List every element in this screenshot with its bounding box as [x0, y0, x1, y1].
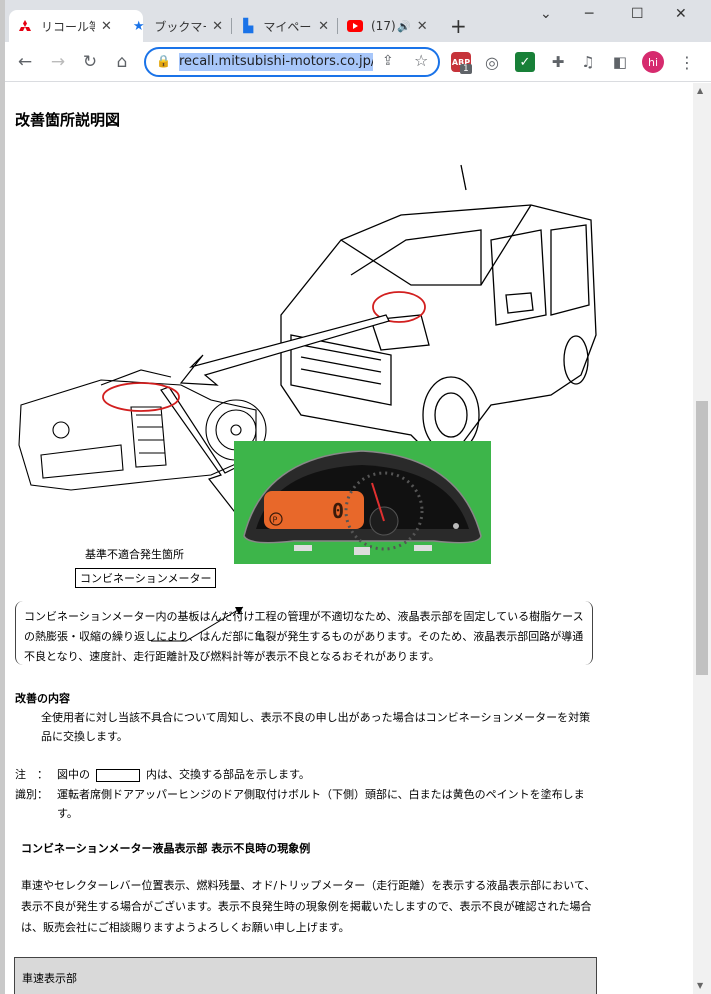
defect-location-caption: 基準不適合発生箇所 [85, 548, 184, 561]
tab-separator [231, 18, 232, 34]
page-title: 改善箇所説明図 [15, 111, 121, 129]
note-row: 注 ： 図中の 内は、交換する部品を示します。 [15, 765, 597, 784]
meter-digit: 0 [332, 499, 344, 523]
close-icon[interactable]: ✕ [212, 18, 223, 34]
minimize-icon[interactable]: ─ [585, 6, 594, 22]
reload-icon[interactable]: ↻ [82, 52, 98, 72]
symptom-text: 車速やセレクターレバー位置表示、燃料残量、オド/トリップメーター（走行距離）を表… [21, 879, 596, 934]
note-text-before: 図中の [57, 768, 90, 781]
tab-search-icon[interactable]: ⌄ [540, 6, 552, 22]
tab-recall[interactable]: リコール等 ✕ [9, 10, 143, 42]
tab-youtube[interactable]: (17) 🔊 ✕ [339, 10, 439, 42]
identification-row: 識別： 運転者席側ドアアッパーヒンジのドア側取付けボルト（下側）頭部に、白または… [15, 785, 597, 823]
youtube-icon [347, 18, 363, 34]
adblock-badge: 1 [460, 64, 472, 74]
table-header-label: 車速表示部 [22, 972, 77, 985]
puzzle-icon[interactable]: ✚ [551, 53, 565, 71]
replacement-part-box [96, 768, 140, 782]
tab-label: リコール等 [41, 19, 95, 34]
highlight-ring-car [372, 291, 426, 323]
checkmark-extension-icon[interactable]: ✓ [515, 52, 535, 72]
page-icon: ▙ [243, 18, 254, 34]
improvement-diagram [18, 164, 597, 642]
new-tab-button[interactable]: + [450, 14, 467, 38]
address-bar[interactable]: 🔒 recall.mitsubishi-motors.co.jp/R ⇪ ☆ [144, 47, 440, 77]
back-icon[interactable]: ← [17, 52, 33, 72]
home-icon[interactable]: ⌂ [116, 52, 128, 72]
url-text[interactable]: recall.mitsubishi-motors.co.jp/R [179, 53, 373, 71]
tab-bookmarks[interactable]: ★ ブックマーク ✕ [123, 10, 231, 42]
scrollbar-thumb[interactable] [696, 401, 708, 675]
extension-circle-icon[interactable]: ◎ [485, 52, 499, 72]
highlight-ring-dashboard [102, 382, 180, 412]
close-window-icon[interactable]: ✕ [675, 6, 687, 22]
scroll-up-icon[interactable]: ▲ [697, 86, 704, 95]
bookmark-star-icon[interactable]: ☆ [414, 51, 429, 70]
identification-label: 識別： [15, 788, 48, 801]
symptom-heading: コンビネーションメーター液晶表示部 表示不良時の現象例 [21, 842, 311, 855]
defect-description-box: コンビネーションメーター内の基板はんだ付け工程の管理が不適切なため、液晶表示部を… [15, 601, 593, 665]
star-icon: ★ [132, 18, 145, 34]
side-panel-icon[interactable]: ◧ [612, 53, 628, 71]
combination-meter-photo: 0 P [234, 441, 491, 564]
media-icon[interactable]: ♫ [581, 53, 595, 71]
browser-window: リコール等 ✕ ★ ブックマーク ✕ ▙ マイページ ✕ (17) 🔊 ✕ + … [5, 0, 711, 994]
tab-label: ブックマーク [154, 19, 206, 34]
avatar[interactable]: hi [642, 51, 664, 73]
car-drawing [280, 164, 597, 456]
part-name-label: コンビネーションメーター [75, 568, 217, 588]
tab-mypage[interactable]: ▙ マイページ ✕ [233, 10, 337, 42]
share-icon[interactable]: ⇪ [382, 53, 394, 69]
page-scrollbar[interactable]: ▲ ▼ [693, 83, 711, 994]
defect-description: コンビネーションメーター内の基板はんだ付け工程の管理が不適切なため、液晶表示部を… [24, 610, 584, 663]
meter-p: P [273, 516, 278, 525]
maximize-icon[interactable]: ☐ [631, 6, 644, 22]
lock-icon[interactable]: 🔒 [156, 54, 171, 68]
scroll-down-icon[interactable]: ▼ [697, 981, 704, 990]
close-icon[interactable]: ✕ [318, 18, 329, 34]
identification-text: 運転者席側ドアアッパーヒンジのドア側取付けボルト（下側）頭部に、白または黄色のペ… [57, 788, 585, 820]
note-text-after: 内は、交換する部品を示します。 [146, 768, 310, 781]
improvement-text: 全使用者に対し当該不具合について周知し、表示不良の申し出があった場合はコンビネー… [41, 711, 591, 743]
tab-separator [337, 18, 338, 34]
page-content: 改善箇所説明図 [5, 83, 693, 994]
menu-icon[interactable]: ⋮ [679, 52, 695, 72]
tab-label: (17) [371, 19, 396, 33]
close-icon[interactable]: ✕ [416, 18, 428, 34]
close-icon[interactable]: ✕ [101, 18, 112, 34]
speaker-icon[interactable]: 🔊 [397, 19, 411, 33]
tab-label: マイページ [263, 19, 312, 34]
toolbar: ← → ↻ ⌂ 🔒 recall.mitsubishi-motors.co.jp… [5, 42, 711, 82]
improvement-heading: 改善の内容 [15, 692, 70, 705]
mitsubishi-logo-icon [17, 18, 33, 34]
speed-display-table-header: 車速表示部 [14, 957, 597, 994]
note-label: 注 ： [15, 768, 48, 781]
forward-icon[interactable]: → [50, 52, 66, 72]
tab-strip: リコール等 ✕ ★ ブックマーク ✕ ▙ マイページ ✕ (17) 🔊 ✕ + … [5, 0, 711, 42]
